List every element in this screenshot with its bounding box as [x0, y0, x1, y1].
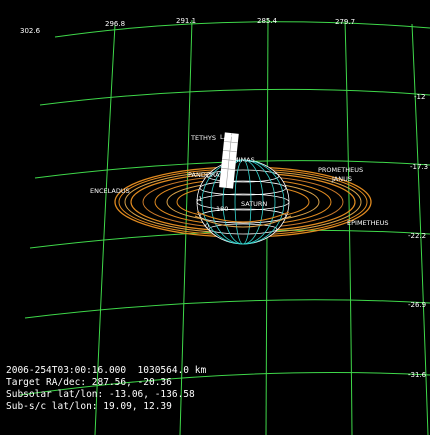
moon-label-prometheus: PROMETHEUS: [318, 166, 363, 174]
info-line-subsolar: Subsolar lat/lon: -13.06, -136.58: [6, 389, 195, 400]
ra-label: 296.8: [105, 20, 125, 28]
ra-line: [344, 19, 353, 435]
dec-label: -22.2: [408, 232, 426, 240]
info-line-time-range: 2006-254T03:00:16.000 1030564.0 km: [6, 365, 207, 376]
ra-line: [411, 23, 429, 435]
moon-label-tethys: TETHYS: [190, 134, 216, 142]
ra-line: [179, 19, 193, 435]
ra-label: 291.1: [176, 17, 196, 25]
planet-parallel: [208, 223, 278, 235]
dec-line: [54, 21, 430, 38]
info-line-sub-spacecraft: Sub-s/c lat/lon: 19.09, 12.39: [6, 401, 172, 412]
dec-line: [39, 88, 430, 106]
dec-label: -12: [414, 93, 425, 101]
planet-parallel: [199, 180, 287, 196]
planet-meridian: [201, 159, 285, 245]
ra-label: 302.6: [20, 27, 41, 35]
ring-arc: [196, 211, 290, 223]
ring-shadow-strip: [219, 132, 239, 189]
planet-parallel: [196, 193, 290, 211]
moon-label-epimetheus: EPIMETHEUS: [347, 219, 389, 227]
longitude-label-minus1: -1: [196, 195, 202, 203]
moon-label-janus: JANUS: [331, 175, 352, 183]
dec-line: [19, 372, 430, 396]
info-line-target-radec: Target RA/dec: 287.56, -20.36: [6, 377, 172, 388]
moon-label-lapetus: LAPE: [220, 133, 236, 141]
dec-label: -31.6: [408, 371, 427, 379]
moon-label-pandora: PANDORA: [188, 171, 220, 179]
moon-label-mimas: MIMAS: [233, 156, 255, 164]
dec-label: -26.9: [408, 301, 426, 309]
ring-arc: [194, 215, 292, 228]
dec-label: -17.3: [410, 163, 428, 171]
ra-line: [94, 24, 116, 435]
planet-parallel: [199, 208, 287, 224]
ra-label: 285.4: [257, 17, 278, 25]
planet-label-saturn: SATURN: [241, 200, 267, 208]
ring-front: [194, 211, 292, 228]
longitude-label-180: 180: [216, 205, 228, 213]
longitude-label-0: 0: [205, 222, 209, 230]
ra-label: 279.7: [335, 18, 355, 26]
planet-parallel: [206, 169, 280, 183]
moon-label-enceladus: ENCELADUS: [90, 187, 130, 195]
dec-line: [24, 299, 430, 319]
